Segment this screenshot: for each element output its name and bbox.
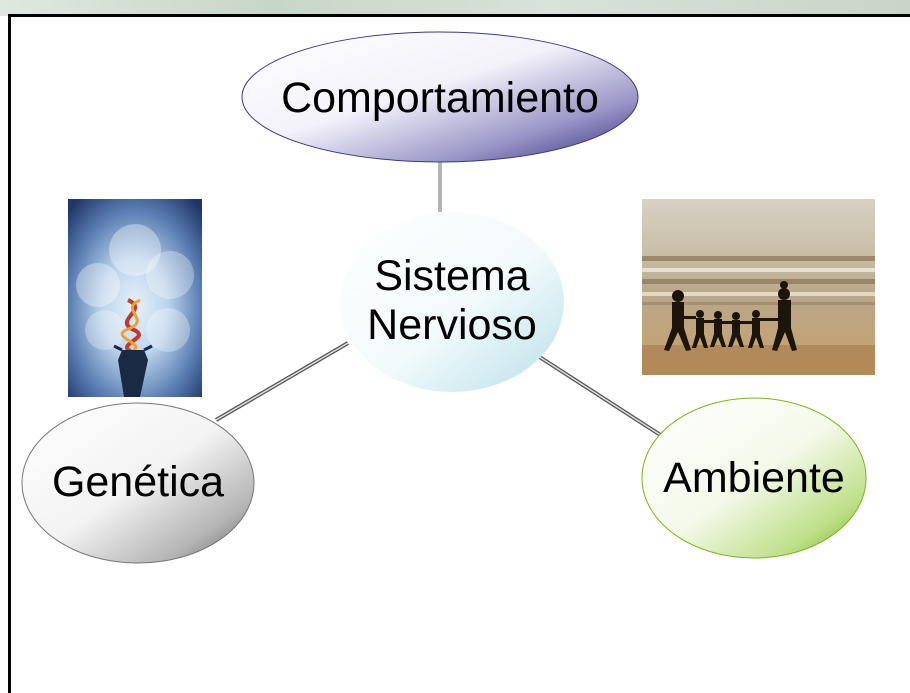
label-sistema-nervioso: Sistema Nervioso <box>340 252 564 351</box>
label-genetica: Genética <box>51 458 225 506</box>
connector-right <box>536 354 664 438</box>
dna-hand-illustration <box>68 199 202 397</box>
node-genetica <box>21 402 255 564</box>
family-walking-beach-photo <box>642 199 875 375</box>
connector-left <box>214 341 350 422</box>
node-ambiente <box>641 397 867 559</box>
label-sistema: Sistema <box>374 252 530 300</box>
header-watermark-band <box>0 0 910 16</box>
label-nervioso: Nervioso <box>367 301 537 350</box>
node-comportamiento <box>241 31 639 163</box>
label-comportamiento: Comportamiento <box>281 74 599 122</box>
slide-frame <box>8 14 910 693</box>
node-sistema-nervioso <box>340 212 564 392</box>
label-ambiente: Ambiente <box>663 454 845 502</box>
